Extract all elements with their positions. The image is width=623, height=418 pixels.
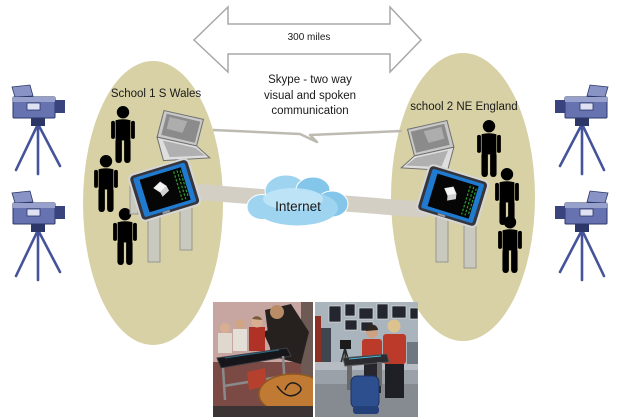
interactive-table-icon — [414, 163, 491, 269]
photo-school2 — [315, 302, 418, 417]
skype-note: Skype - two way visual and spoken commun… — [263, 74, 357, 117]
double-headed-arrow — [192, 5, 423, 74]
distance-label: 300 miles — [287, 32, 331, 43]
video-camera-icon — [553, 83, 610, 176]
cloud-icon — [246, 174, 349, 226]
video-camera-icon — [10, 189, 67, 282]
photo-school1 — [213, 302, 313, 417]
school2-label: school 2 NE England — [410, 101, 518, 113]
video-camera-icon — [10, 83, 67, 176]
school1-label: School 1 S Wales — [110, 88, 202, 100]
interactive-table-icon — [127, 156, 203, 263]
internet-label: Internet — [275, 199, 321, 214]
skype-connection-line — [212, 128, 403, 144]
video-camera-icon — [553, 189, 610, 282]
